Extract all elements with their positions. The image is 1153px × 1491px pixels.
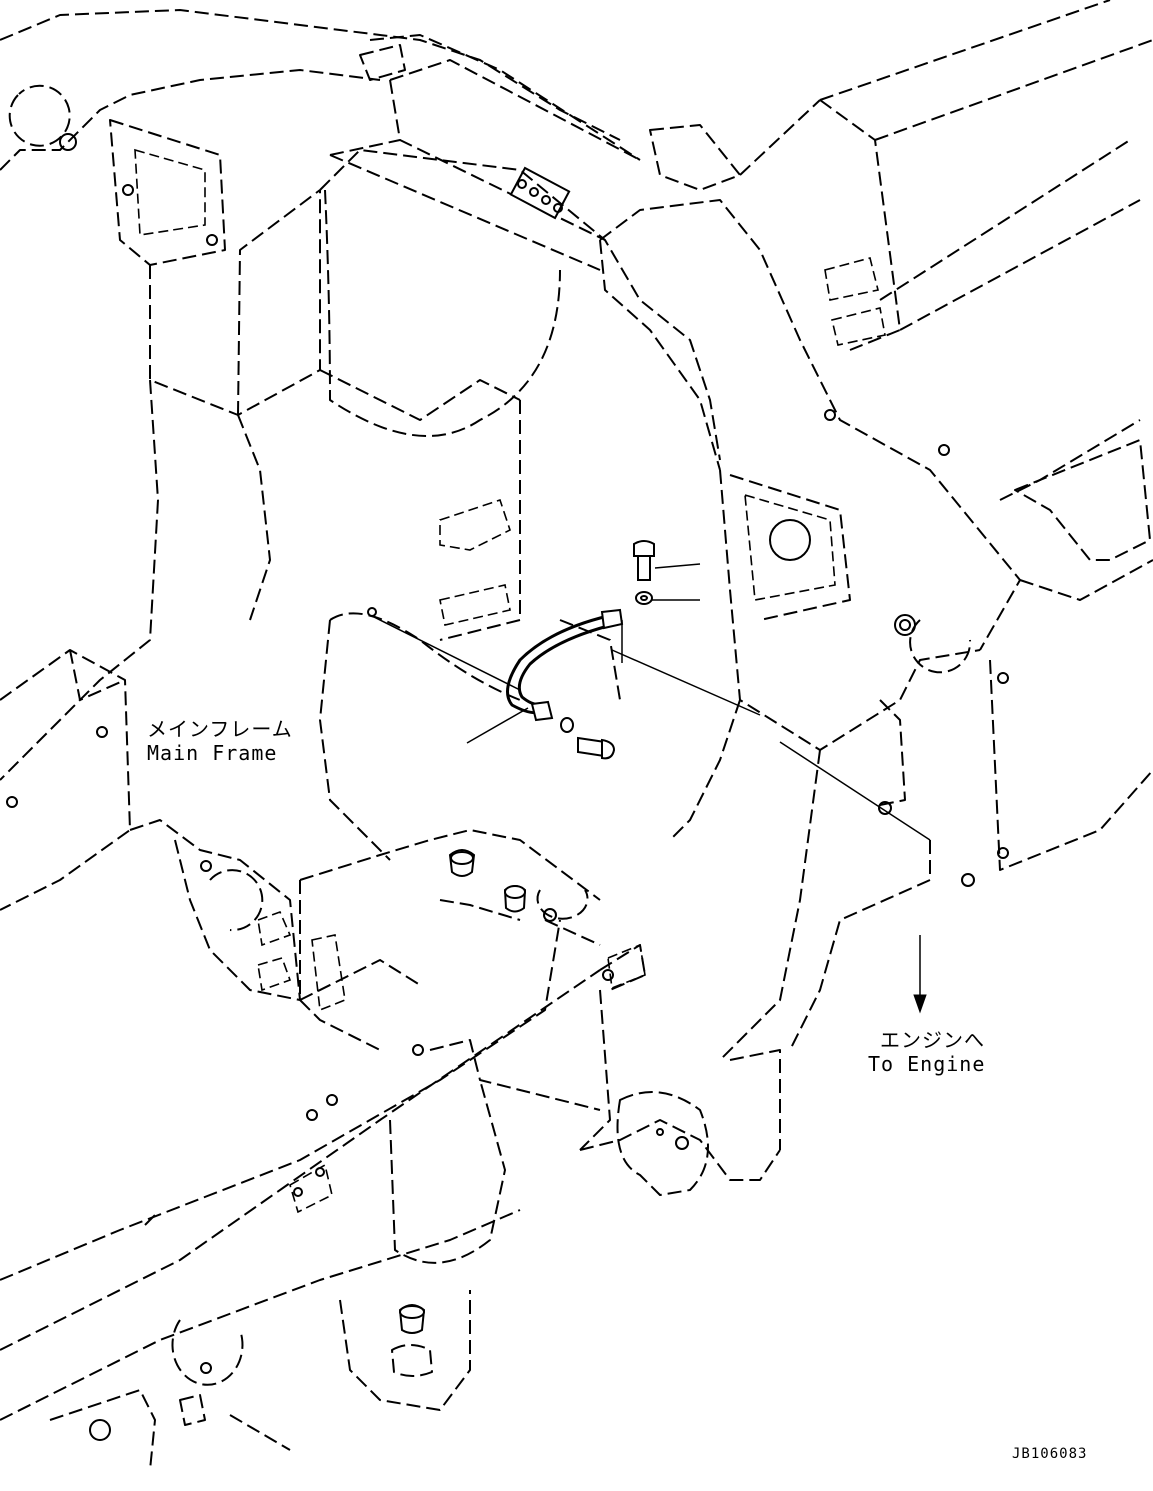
main-frame-label-en: Main Frame [147, 741, 278, 765]
main-frame-upper-left [0, 9, 621, 781]
drawing-code: JB106083 [1012, 1446, 1088, 1462]
hose-assembly [506, 540, 655, 760]
lower-frame-rail [0, 919, 646, 1421]
main-frame-center [319, 149, 1021, 861]
to-engine-label-en: To Engine [868, 1052, 986, 1076]
main-frame-left-side [0, 649, 301, 1001]
leader-lines [367, 563, 931, 1014]
lower-mounting-plate [299, 829, 601, 1051]
engine-mount-bracket [669, 419, 1153, 1061]
lower-pedestal [49, 1079, 506, 1471]
frame-rails-upper-right [649, 0, 1153, 456]
rear-bracket [429, 989, 781, 1196]
to-engine-label-ja: エンジンへ [880, 1028, 985, 1052]
main-frame-label-ja: メインフレーム [147, 717, 293, 741]
